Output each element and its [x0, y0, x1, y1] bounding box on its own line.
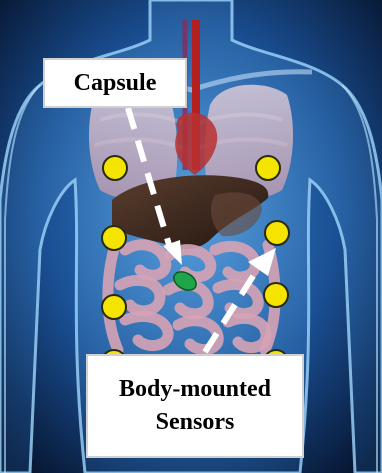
sensor-dot-icon — [102, 226, 126, 250]
sensors-label-line1: Body-mounted — [119, 373, 271, 406]
sensors-label: Body-mounted Sensors — [86, 354, 304, 458]
sensor-dot-icon — [256, 156, 280, 180]
capsule-label-text: Capsule — [74, 70, 157, 96]
sensor-dot-icon — [264, 283, 288, 307]
sensors-label-line2: Sensors — [156, 406, 235, 439]
sensor-dot-icon — [265, 221, 289, 245]
sensor-dot-icon — [103, 156, 127, 180]
capsule-label: Capsule — [43, 58, 187, 108]
sensor-dot-icon — [102, 295, 126, 319]
